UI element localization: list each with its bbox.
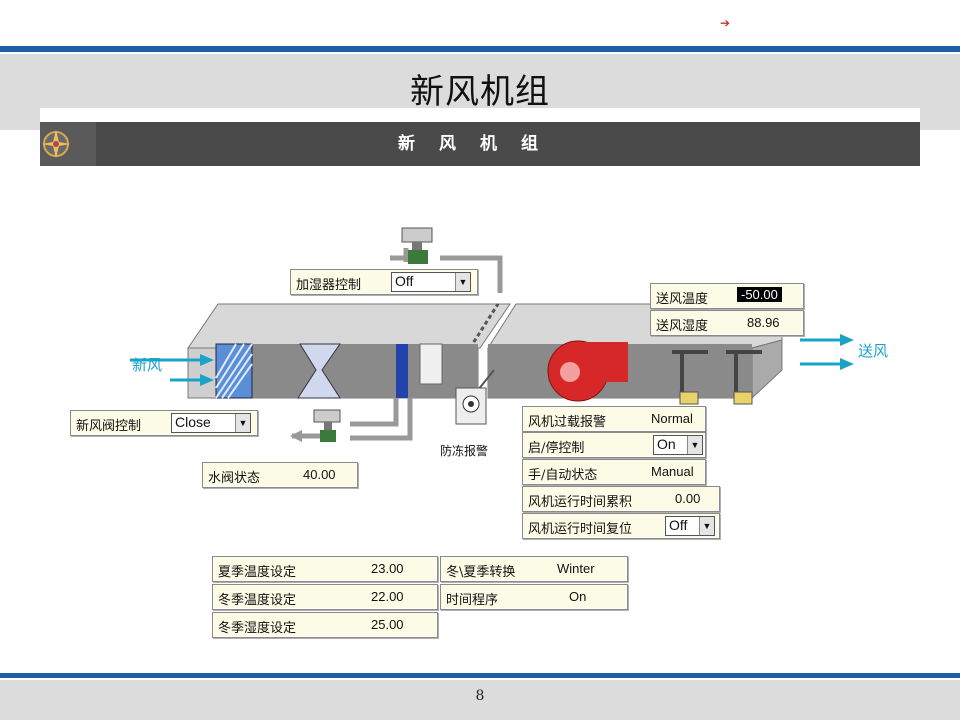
water-valve-status: 水阀状态 40.00 (202, 462, 358, 488)
humidifier-label: 加湿器控制 (296, 278, 362, 293)
logo-icon (40, 122, 96, 166)
winter-humidity-setpoint: 冬季湿度设定 25.00 (212, 612, 438, 638)
season-switch-value[interactable]: Winter (557, 561, 595, 576)
runtime-reset-value: Off (669, 517, 688, 533)
runtime-total-label: 风机运行时间累积 (528, 495, 633, 510)
summer-temp-label: 夏季温度设定 (218, 565, 297, 580)
damper-select[interactable]: Close ▼ (171, 413, 251, 433)
time-program-value[interactable]: On (569, 589, 587, 604)
water-valve-value: 40.00 (303, 467, 336, 482)
damper-value: Close (175, 414, 211, 430)
runtime-reset-control: 风机运行时间复位 Off ▼ (522, 513, 720, 539)
fan-overload-label: 风机过载报警 (528, 415, 607, 430)
page-number: 8 (475, 688, 485, 704)
water-valve-label: 水阀状态 (208, 471, 261, 486)
start-stop-value: On (657, 436, 676, 452)
season-switch-field: 冬\夏季转换 Winter (440, 556, 628, 582)
chevron-down-icon[interactable]: ▼ (699, 517, 714, 535)
start-stop-select[interactable]: On ▼ (653, 435, 703, 455)
supply-temp-value: -50.00 (737, 287, 782, 302)
damper-control: 新风阀控制 Close ▼ (70, 410, 258, 436)
ahu-diagram (130, 227, 854, 442)
runtime-reset-select[interactable]: Off ▼ (665, 516, 715, 536)
fan-overload-value: Normal (651, 411, 693, 426)
hand-auto-value: Manual (651, 464, 694, 479)
runtime-total-value: 0.00 (675, 491, 701, 506)
time-program-field: 时间程序 On (440, 584, 628, 610)
supply-temp-field: 送风温度 -50.00 (650, 283, 804, 309)
winter-humidity-value[interactable]: 25.00 (371, 617, 404, 632)
supply-humidity-label: 送风湿度 (656, 319, 709, 334)
hand-auto-label: 手/自动状态 (528, 468, 598, 483)
hand-auto-status: 手/自动状态 Manual (522, 459, 706, 485)
season-switch-label: 冬\夏季转换 (446, 565, 516, 580)
hvac-panel: 新风机组 (40, 108, 920, 666)
next-arrow-icon[interactable]: ➔ (720, 16, 731, 30)
chevron-down-icon[interactable]: ▼ (687, 436, 702, 454)
humidifier-value: Off (395, 273, 414, 289)
slide-title: 新风机组 (410, 72, 550, 112)
summer-temp-setpoint: 夏季温度设定 23.00 (212, 556, 438, 582)
humidifier-select[interactable]: Off ▼ (391, 272, 471, 292)
runtime-reset-label: 风机运行时间复位 (528, 522, 633, 537)
winter-temp-setpoint: 冬季温度设定 22.00 (212, 584, 438, 610)
outlet-label: 送风 (858, 342, 889, 360)
time-program-label: 时间程序 (446, 593, 499, 608)
panel-header: 新风机组 (40, 122, 920, 166)
supply-temp-label: 送风温度 (656, 292, 709, 307)
winter-temp-label: 冬季温度设定 (218, 593, 297, 608)
damper-label: 新风阀控制 (76, 419, 142, 434)
start-stop-control: 启/停控制 On ▼ (522, 432, 706, 458)
start-stop-label: 启/停控制 (528, 441, 585, 456)
chevron-down-icon[interactable]: ▼ (235, 414, 250, 432)
winter-temp-value[interactable]: 22.00 (371, 589, 404, 604)
supply-humidity-value: 88.96 (747, 315, 780, 330)
panel-header-title: 新风机组 (398, 134, 562, 154)
summer-temp-value[interactable]: 23.00 (371, 561, 404, 576)
humidifier-control: 加湿器控制 Off ▼ (290, 269, 478, 295)
slide-footer-band (0, 680, 960, 720)
frost-alarm-label: 防冻报警 (440, 444, 489, 458)
fan-overload-status: 风机过载报警 Normal (522, 406, 706, 432)
slide-top-bar (0, 46, 960, 52)
inlet-label: 新风 (132, 356, 163, 374)
runtime-total-field: 风机运行时间累积 0.00 (522, 486, 720, 512)
winter-humidity-label: 冬季湿度设定 (218, 621, 297, 636)
slide-footer-bar (0, 673, 960, 678)
supply-humidity-field: 送风湿度 88.96 (650, 310, 804, 336)
chevron-down-icon[interactable]: ▼ (455, 273, 470, 291)
